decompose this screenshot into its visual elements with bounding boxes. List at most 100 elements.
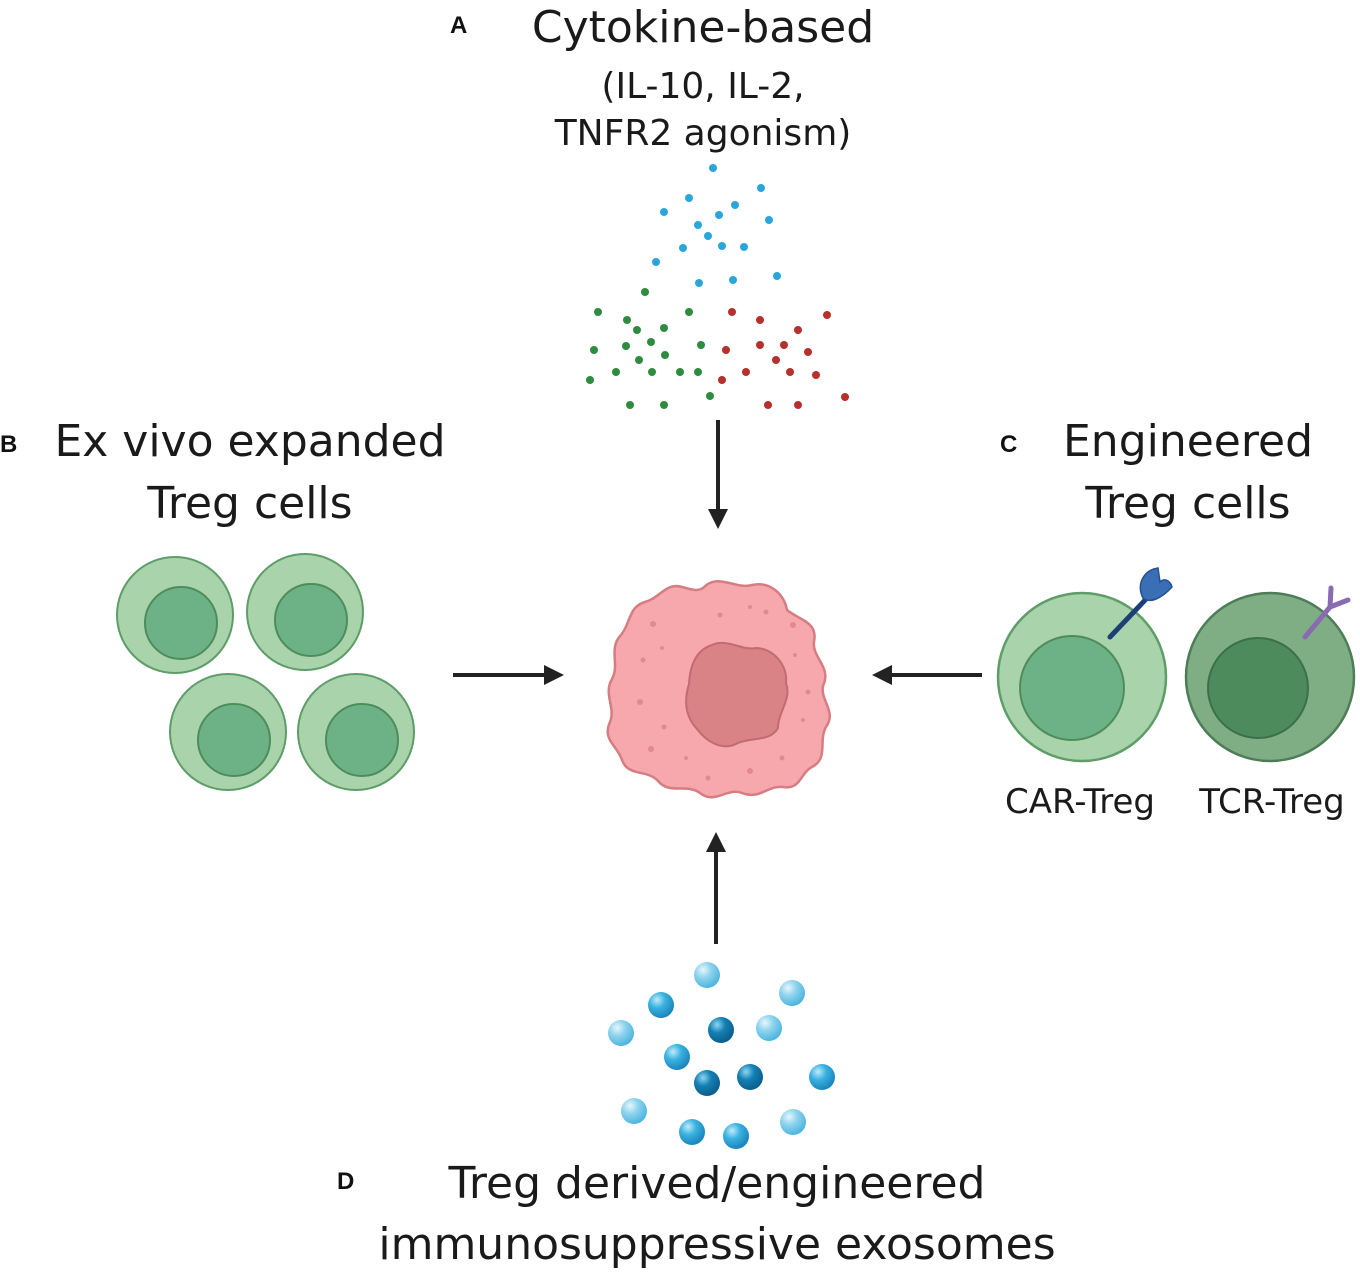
cytokine-dot [812,371,820,379]
panel-d-letter: D [337,1168,354,1195]
expanded-treg-cell [297,673,415,791]
expanded-treg-cell [169,673,287,791]
cytokine-dot [794,401,802,409]
cytokine-dot [773,272,781,280]
cytokine-dot [695,279,703,287]
exosome-sphere [608,1020,634,1046]
cytokine-dot [641,288,649,296]
cytokine-dot [757,184,765,192]
panel-d-title-line2: immunosuppressive exosomes [378,1219,1055,1270]
exosome-sphere [779,980,805,1006]
cytokine-dot [623,316,631,324]
arrows [453,420,982,944]
cytokine-dot [794,326,802,334]
panel-c: C Engineered Treg cells CAR-Treg TCR-Tre… [996,416,1356,822]
cytokine-dot [709,164,717,172]
exosome-sphere [621,1098,647,1124]
cytokine-dot [676,368,684,376]
cytokine-dot [694,221,702,229]
cytokine-dot [647,338,655,346]
cytokine-dot [660,208,668,216]
cytokine-dot [742,368,750,376]
panel-a-letter: A [450,12,467,39]
tcr-receptor-icon [1302,585,1351,640]
tcr-treg-label: TCR-Treg [1198,782,1344,822]
cytokine-dot [679,244,687,252]
car-receptor-icon [1139,567,1173,602]
cytokine-dot [756,316,764,324]
car-treg-label: CAR-Treg [1005,782,1155,822]
cytokine-dot [612,368,620,376]
cytokine-dot [586,376,594,384]
exosome-sphere [723,1123,749,1149]
expanded-treg-cell [116,556,234,674]
cytokine-dot [728,308,736,316]
exosome-sphere [694,962,720,988]
target-cell [606,579,831,799]
panel-a: A Cytokine-based (IL-10, IL-2, TNFR2 ago… [450,2,874,409]
target-cell-nucleus [685,641,789,748]
cytokine-dot [841,393,849,401]
cytokine-dot [718,242,726,250]
exosome-particles [608,962,835,1149]
exosome-sphere [708,1017,734,1043]
cytokine-dot [706,392,714,400]
cytokine-dot [685,308,693,316]
exosome-sphere [756,1015,782,1041]
cytokine-dot [697,341,705,349]
cytokine-dot [660,324,668,332]
cytokine-particles [586,164,849,409]
panel-c-letter: C [1000,431,1017,458]
cytokine-dot [648,368,656,376]
cytokine-dot [780,341,788,349]
cytokine-dot [804,348,812,356]
exosome-sphere [737,1064,763,1090]
cytokine-dot [772,356,780,364]
cytokine-dot [685,194,693,202]
cytokine-dot [715,211,723,219]
panel-d: D Treg derived/engineered immunosuppress… [337,962,1056,1270]
cytokine-dot [633,326,641,334]
target-cell-granules [637,605,811,781]
panel-b-title-line2: Treg cells [146,478,352,529]
panel-b-title-line1: Ex vivo expanded [54,416,445,467]
exosome-sphere [679,1119,705,1145]
exosome-sphere [648,992,674,1018]
panel-a-subtitle-line2: TNFR2 agonism) [554,113,852,154]
cytokine-dot [764,401,772,409]
cytokine-dot [661,351,669,359]
panel-c-title-line2: Treg cells [1084,478,1290,529]
cytokine-dot [590,346,598,354]
cytokine-dot [635,356,643,364]
cytokine-dot [626,401,634,409]
cytokine-dot [729,276,737,284]
cytokine-dot [704,232,712,240]
cytokine-dot [731,201,739,209]
cytokine-dot [722,346,730,354]
cytokine-dot [740,243,748,251]
panel-b-letter: B [0,431,17,458]
exosome-sphere [809,1064,835,1090]
expanded-treg-cell [246,553,364,671]
panel-c-title-line1: Engineered [1063,416,1313,467]
cytokine-dot [823,311,831,319]
tcr-treg-cell [1184,585,1356,763]
cytokine-dot [786,368,794,376]
panel-a-title: Cytokine-based [532,2,874,53]
cytokine-dot [594,308,602,316]
cytokine-dot [765,216,773,224]
cytokine-dot [652,258,660,266]
cytokine-dot [694,368,702,376]
panel-d-title-line1: Treg derived/engineered [448,1158,986,1209]
panel-b: B Ex vivo expanded Treg cells [0,416,446,791]
exosome-sphere [780,1109,806,1135]
cytokine-dot [756,341,764,349]
car-treg-cell [996,567,1173,763]
cytokine-dot [622,342,630,350]
exosome-sphere [694,1070,720,1096]
cytokine-dot [660,401,668,409]
cytokine-dot [718,376,726,384]
exosome-sphere [664,1044,690,1070]
panel-a-subtitle-line1: (IL-10, IL-2, [601,66,804,107]
